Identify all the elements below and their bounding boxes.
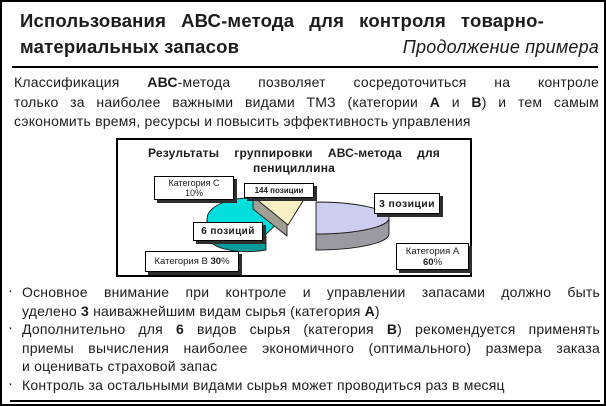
bullet-3-line-1: · Контроль за остальными видами сырья мо…: [8, 374, 505, 393]
header-divider: [12, 66, 598, 68]
bullet-2-line-1: · Дополнительно для 6 видов сырья (катег…: [8, 319, 601, 338]
intro-line-3: сэкономить время, ресурсы и повысить эфф…: [14, 113, 471, 129]
chart-title: Результаты группировки АВС-метода для пе…: [148, 146, 440, 175]
callout-positions-b: 6 позиций: [193, 222, 263, 241]
subtitle-continuation: Продолжение примера: [402, 37, 599, 57]
page-title-line2-text: материальных запасов: [20, 36, 240, 57]
callout-positions-a: 3 позиции: [374, 193, 440, 214]
callout-positions-c: 144 позиции: [244, 183, 314, 198]
bullet-1-line-1: · Основное внимание при контроле и управ…: [8, 282, 600, 300]
page-title-line2: материальных запасов Продолжение примера: [20, 36, 599, 58]
callout-category-a: Категория А 60%: [396, 243, 469, 270]
bullet-list: · Основное внимание при контроле и управ…: [8, 282, 601, 395]
bullet-1-line-2: уделено 3 наиважнейшим видам сырья (кате…: [22, 302, 380, 319]
pie-slice-a-top: [315, 201, 390, 235]
intro-paragraph: Классификация АВС-метода позволяет сосре…: [14, 73, 599, 132]
pie-chart: [206, 193, 390, 253]
bullet-marker: ·: [8, 319, 14, 337]
callout-category-c: Категория С 10%: [154, 176, 234, 200]
bullet-marker: ·: [8, 282, 14, 299]
callout-category-b: Категория В 30%: [145, 251, 239, 272]
bullet-2-line-3: и оценивать страховой запас: [22, 358, 218, 375]
bullet-2-line-2: приемы вычисления наиболее экономичного …: [22, 339, 600, 356]
footer-divider: [10, 400, 600, 402]
chart-panel: Результаты группировки АВС-метода для пе…: [116, 138, 472, 277]
intro-line-2: только за наиболее важными видами ТМЗ (к…: [14, 93, 599, 110]
intro-line-1: Классификация АВС-метода позволяет сосре…: [14, 74, 599, 90]
bullet-marker: ·: [8, 374, 14, 392]
page-title-line1: Использования АВС-метода для контроля то…: [20, 10, 544, 31]
